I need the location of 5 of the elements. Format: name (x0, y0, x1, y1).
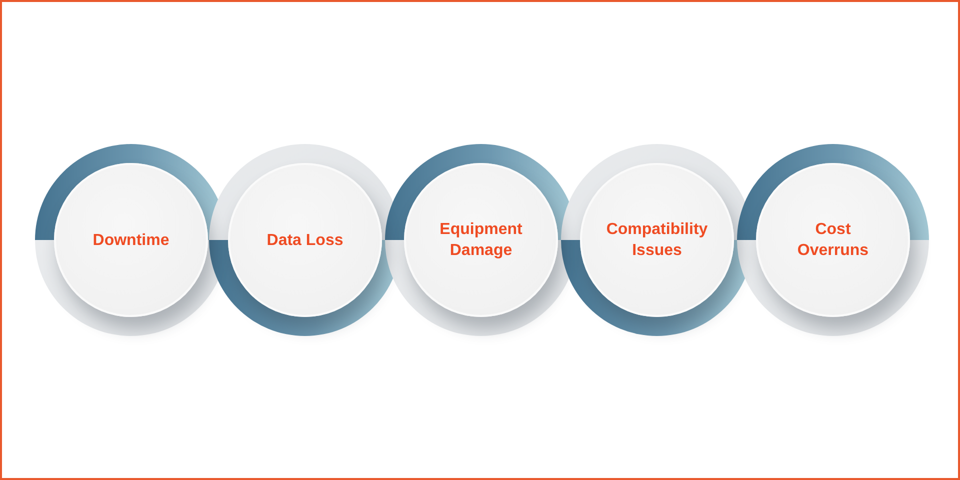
node-label: Data Loss (266, 230, 344, 250)
node-label: Compatibility Issues (605, 220, 709, 261)
node-label: Downtime (92, 230, 170, 250)
node-label: Equipment Damage (438, 220, 524, 261)
node-label: Cost Overruns (796, 220, 870, 261)
